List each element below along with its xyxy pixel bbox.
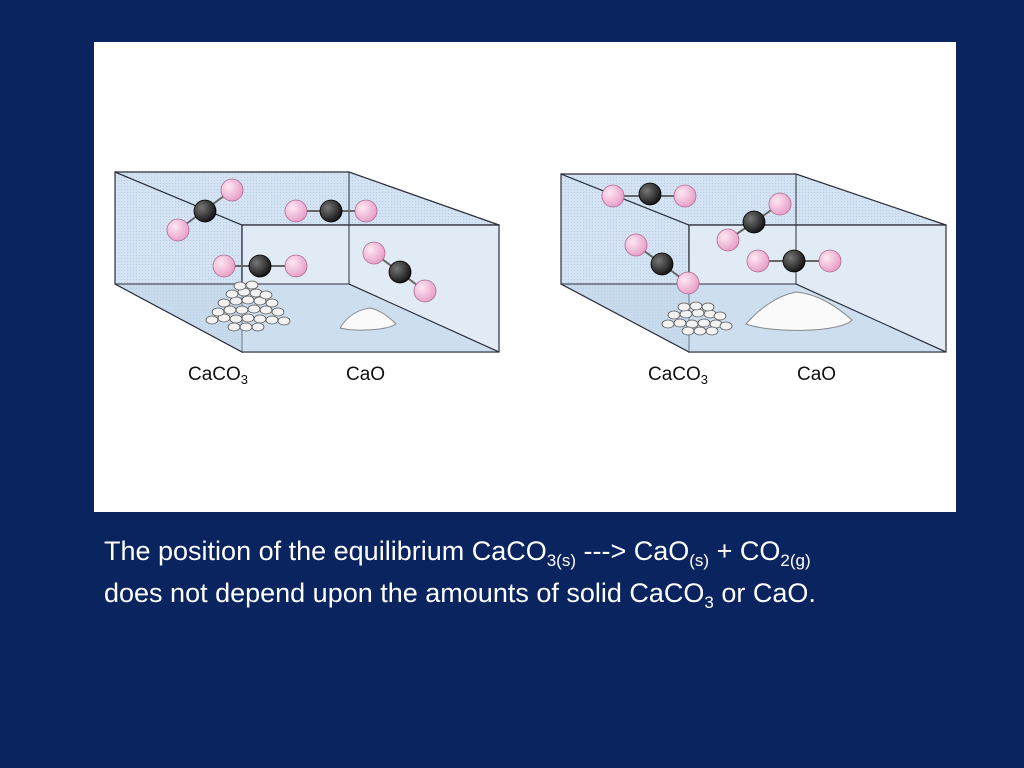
caption-line-1: The position of the equilibrium CaCO3(s)… xyxy=(104,536,811,570)
left-caco3-solid-pile xyxy=(205,280,291,332)
right-caco3-solid-pile xyxy=(661,301,733,336)
left-cao-label: CaO xyxy=(346,364,386,385)
right-cao-label: CaO xyxy=(797,364,837,385)
left-caco3-label: CaCO3 xyxy=(188,364,249,387)
right-cao-solid-pile xyxy=(745,291,853,331)
right-carbon-atoms xyxy=(638,182,806,276)
caption-line-2: does not depend upon the amounts of soli… xyxy=(104,578,816,612)
left-container-box xyxy=(114,171,500,354)
right-oxygen-atoms xyxy=(601,184,842,295)
left-oxygen-atoms xyxy=(166,178,437,303)
equilibrium-diagram xyxy=(114,171,947,354)
equilibrium-caption: The position of the equilibrium CaCO3(s)… xyxy=(104,530,1014,614)
left-carbon-atoms xyxy=(193,199,412,284)
right-caco3-label: CaCO3 xyxy=(648,364,709,387)
figure-panel: CaCO3 CaO CaCO3 CaO xyxy=(94,42,956,512)
left-cao-solid-pile xyxy=(339,307,397,331)
